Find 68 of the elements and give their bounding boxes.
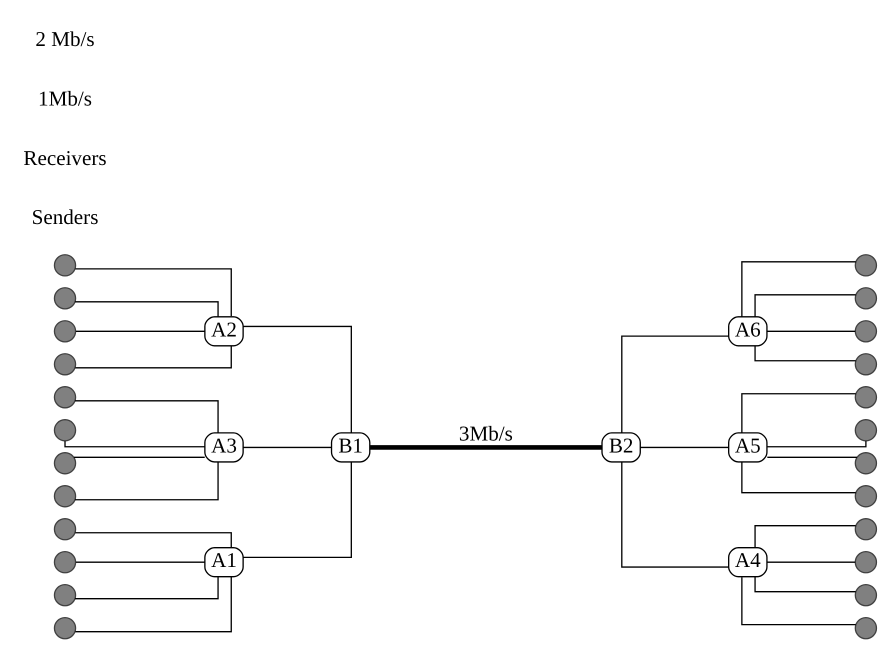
connector [75,576,232,632]
connector [621,462,729,568]
node-circle [854,452,878,474]
node-circle [54,484,76,507]
connector [741,260,856,316]
connector [76,330,205,332]
node-box: A1 [204,546,244,577]
connector [75,400,219,432]
node-circle [854,616,878,639]
connector [640,446,728,448]
connector [741,392,856,432]
label: Senders [32,204,98,229]
node-box: A5 [728,432,768,462]
node-circle [854,254,878,276]
node-circle [854,550,878,573]
node-circle [854,320,878,342]
connector [741,462,856,493]
node-circle [854,386,878,408]
connector [64,440,204,447]
node-circle [54,452,76,474]
node-circle [54,550,76,573]
connector [243,462,352,558]
connector [75,576,219,599]
node-box: A6 [728,316,768,346]
node-circle [54,286,76,310]
node-circle [54,254,76,276]
node-circle [54,320,76,342]
label: 1Mb/s [38,86,92,110]
node-circle [54,352,76,375]
node-box: B2 [601,432,641,462]
connector [243,446,332,448]
node-circle [854,418,878,441]
node-circle [854,286,878,310]
connector [754,346,856,361]
node-circle [854,583,878,606]
node-circle [54,583,76,606]
label: 2 Mb/s [35,26,95,51]
edge-label: 3Mb/s [458,421,513,446]
connector [75,300,219,316]
connector [767,561,856,562]
node-circle [54,616,76,639]
node-box: A4 [728,546,768,577]
connector [754,294,856,316]
connector [767,456,857,458]
node-circle [854,352,878,375]
node-box: A3 [204,432,244,462]
connector [76,561,205,562]
node-circle [54,386,76,408]
node-circle [854,484,878,507]
connector [767,330,856,332]
node-box: A2 [204,316,244,346]
connector [74,456,205,458]
node-circle [854,518,878,540]
connector [75,346,232,368]
node-circle [54,418,76,441]
connector [75,462,219,500]
connector [741,576,856,625]
connector [75,532,232,547]
connector [754,576,856,592]
connector [370,444,602,450]
connector [621,334,729,432]
connector [75,268,232,316]
node-box: B1 [330,432,370,462]
connector [243,325,352,432]
connector [754,524,856,547]
label: Receivers [23,145,107,170]
connector [767,440,867,447]
node-circle [54,518,76,540]
